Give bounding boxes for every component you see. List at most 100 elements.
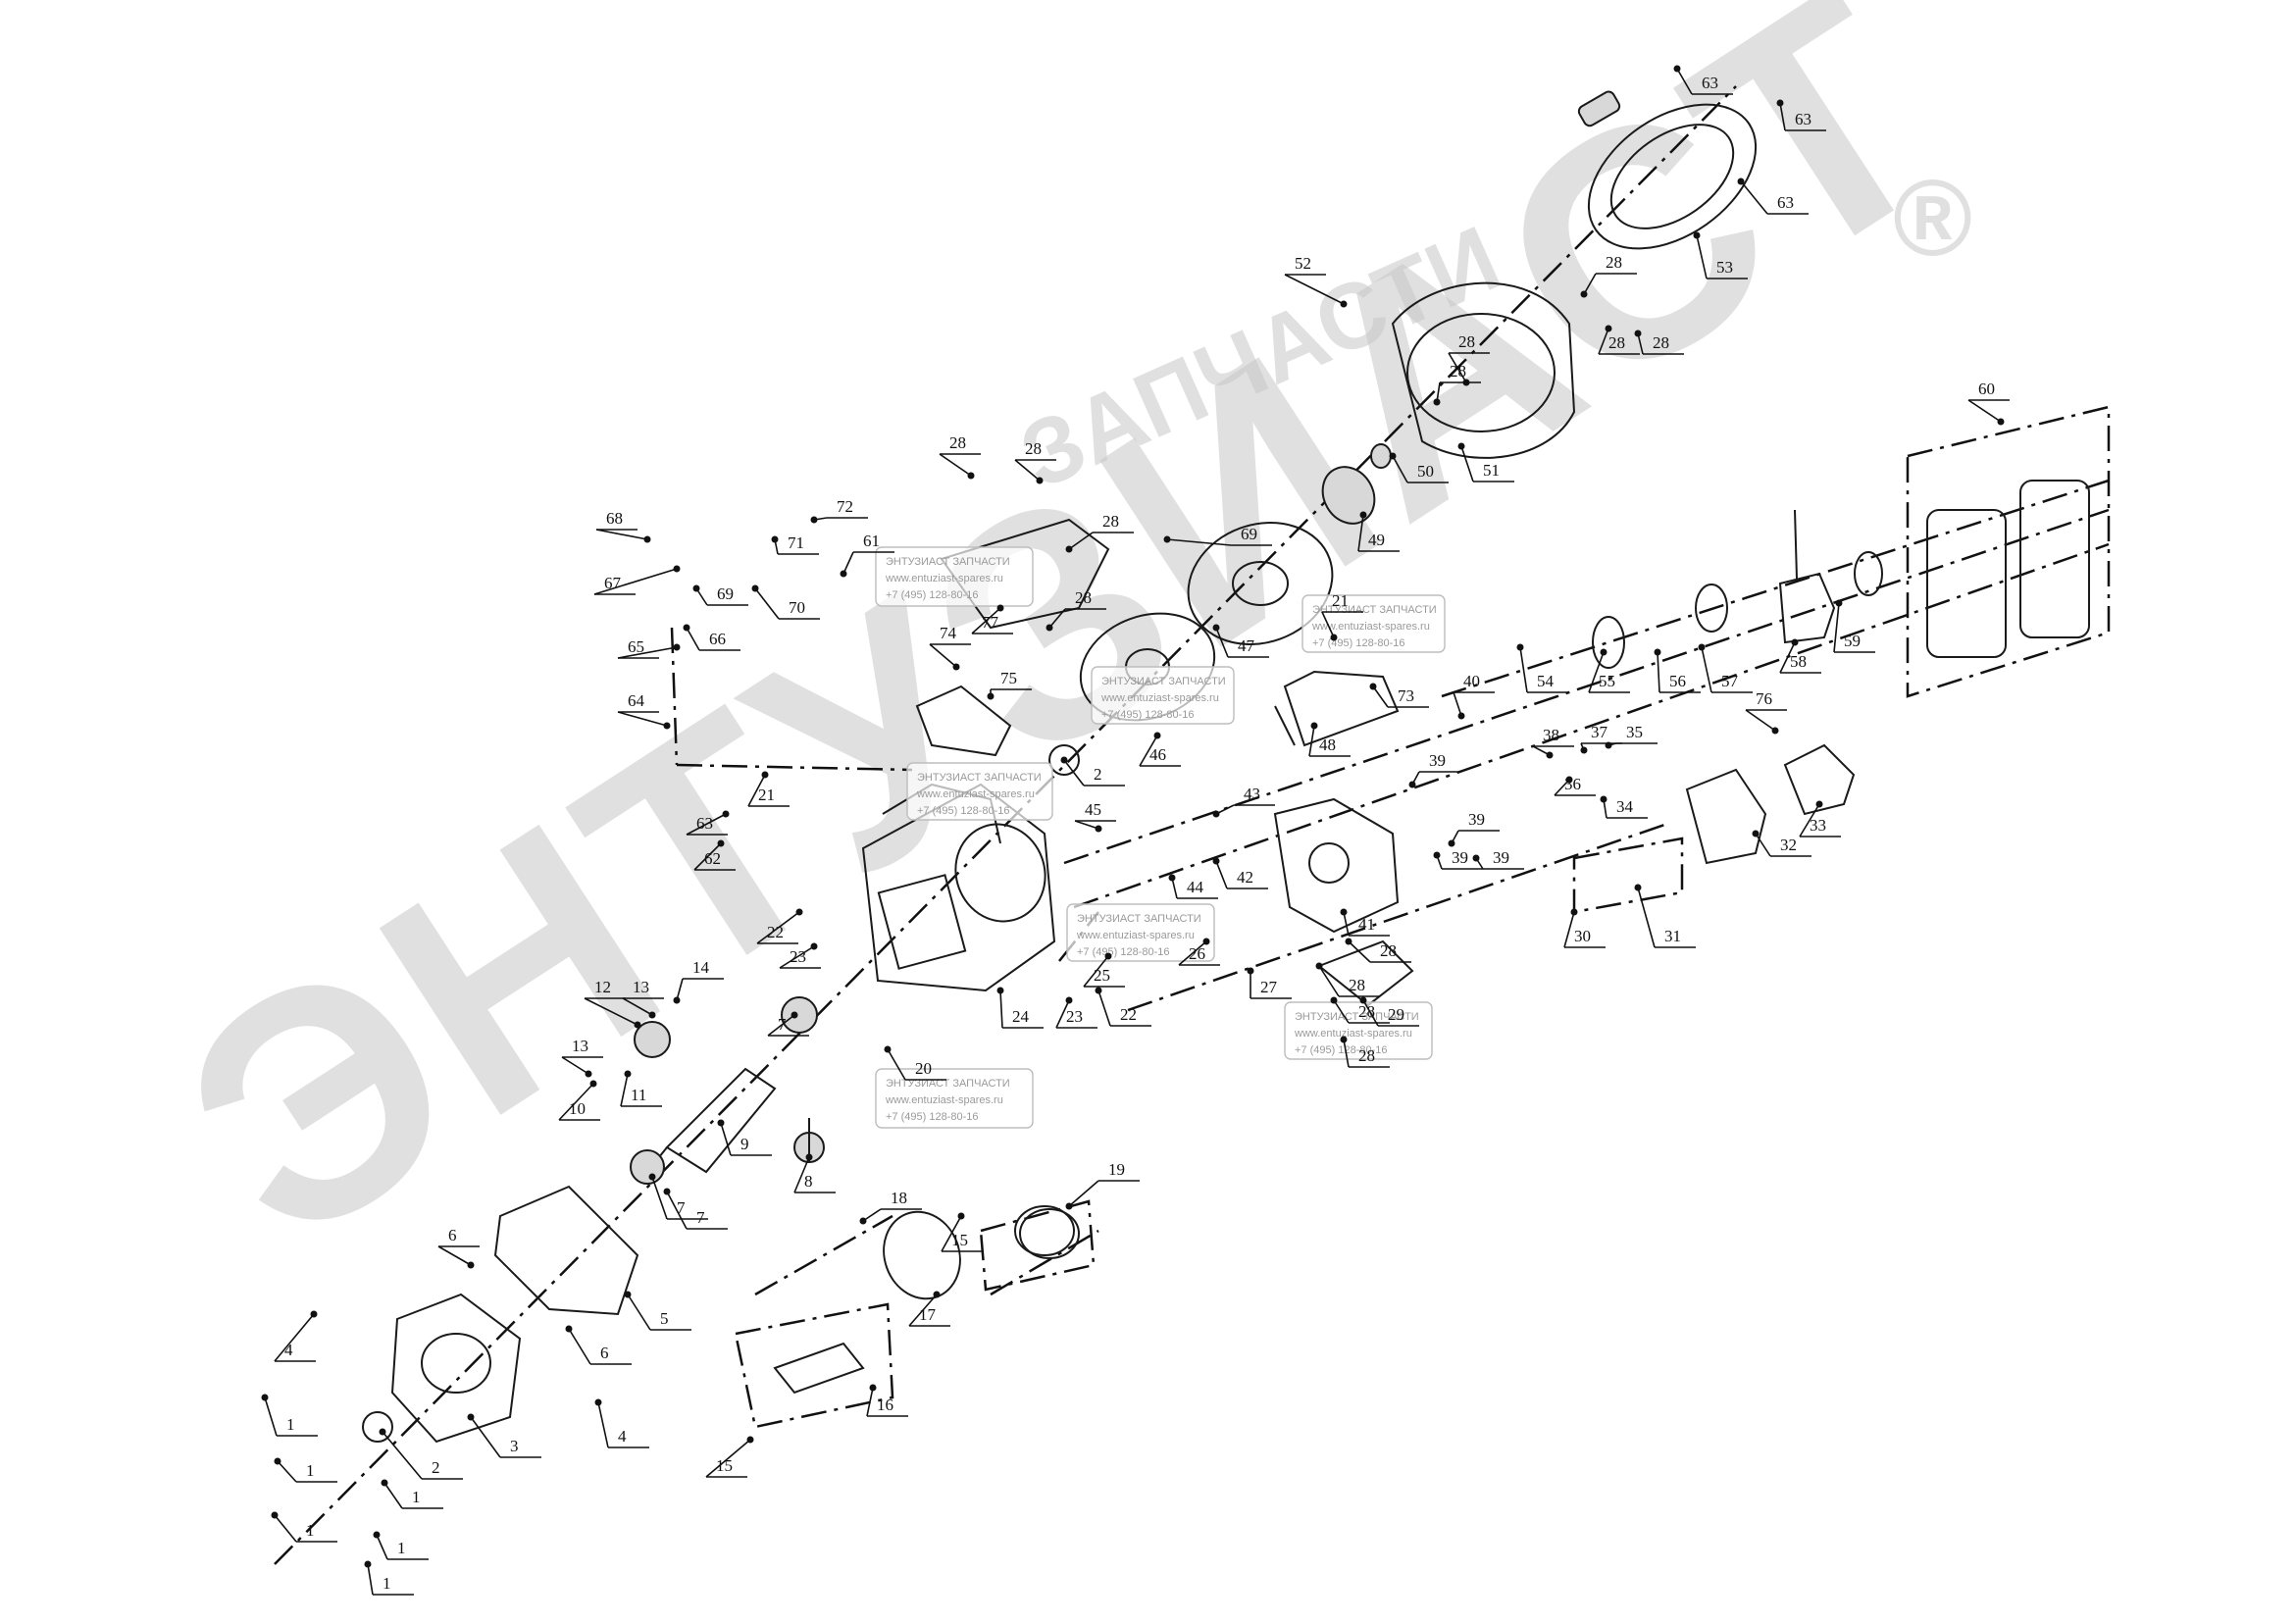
callout-anchor	[1693, 231, 1701, 239]
callout-anchor	[1516, 643, 1524, 651]
callout-anchor	[1565, 776, 1573, 784]
callout-number: 74	[940, 624, 957, 642]
callout-33: 33	[1799, 800, 1841, 837]
throttle-lever	[1317, 939, 1414, 1007]
callout-anchor	[1600, 648, 1607, 656]
callout-leader	[1745, 709, 1776, 732]
camshaft	[793, 1118, 825, 1163]
callout-number: 27	[1260, 978, 1278, 996]
callout-leader	[1083, 955, 1109, 988]
callout-15: 15	[705, 1436, 754, 1478]
stamp-site: www.entuziast-spares.ru	[916, 788, 1035, 800]
callout-leader	[1799, 803, 1820, 837]
callout-number: 4	[284, 1341, 293, 1359]
callout-number: 7	[677, 1198, 686, 1217]
callout-anchor	[1570, 908, 1578, 916]
callout-54: 54	[1516, 643, 1568, 693]
callout-number: 68	[606, 509, 623, 528]
fan-cover	[1391, 281, 1576, 459]
governor-gear	[634, 1021, 671, 1058]
callout-leader	[470, 1416, 501, 1458]
callout-6: 6	[565, 1325, 632, 1365]
callout-anchor	[1315, 962, 1323, 970]
callout-28: 28	[1345, 938, 1411, 963]
callout-9: 9	[717, 1119, 772, 1156]
callout-number: 39	[1429, 751, 1446, 770]
stamp-title: ЭНТУЗИАСТ ЗАПЧАСТИ	[1101, 676, 1226, 687]
side-cover	[390, 1185, 639, 1444]
stamp-site: www.entuziast-spares.ru	[1294, 1028, 1412, 1040]
callout-number: 13	[572, 1037, 588, 1055]
callout-1: 1	[381, 1479, 443, 1509]
callout-number: 31	[1664, 927, 1681, 945]
callout-number: 16	[877, 1396, 893, 1414]
callout-anchor	[1673, 65, 1681, 73]
callout-leader	[941, 1215, 962, 1252]
callout-anchor	[957, 1212, 965, 1220]
callout-number: 47	[1238, 636, 1255, 655]
callout-anchor	[634, 1021, 641, 1029]
stamp-phone: +7 (495) 128-80-16	[1295, 1044, 1387, 1056]
callout-number: 22	[767, 923, 784, 941]
callout-leader	[1068, 1180, 1099, 1207]
callout-number: 28	[1608, 333, 1625, 352]
callout-anchor	[1036, 477, 1044, 484]
callout-leader	[754, 587, 780, 620]
callout-74: 74	[929, 624, 971, 671]
callout-anchor	[1104, 952, 1112, 960]
callout-number: 39	[1452, 848, 1468, 867]
callout-25: 25	[1083, 952, 1125, 988]
callout-number: 35	[1626, 723, 1643, 741]
callout-leader	[1166, 538, 1232, 546]
callout-leader	[842, 551, 854, 575]
callout-leader	[382, 1431, 423, 1480]
callout-anchor	[1202, 938, 1210, 945]
callout-number: 28	[1075, 588, 1092, 607]
callout-anchor	[722, 810, 730, 818]
callout-leader	[1055, 999, 1070, 1029]
recoil-starter	[1577, 90, 1758, 250]
callout-number: 60	[1978, 380, 1995, 398]
callout-anchor	[1752, 830, 1760, 837]
callout-leader	[1357, 514, 1364, 552]
stamp-4: ЭНТУЗИАСТ ЗАПЧАСТИ www.entuziast-spares.…	[906, 762, 1053, 821]
callout-number: 73	[1398, 686, 1414, 705]
callout-anchor	[1369, 683, 1377, 690]
callout-26: 26	[1178, 938, 1220, 966]
callout-number: 1	[306, 1521, 315, 1540]
callout-3: 3	[467, 1413, 541, 1458]
callout-number: 62	[704, 849, 721, 868]
callout-number: 1	[397, 1539, 406, 1557]
bearings	[362, 744, 1080, 1443]
callout-34: 34	[1600, 795, 1648, 819]
callout-number: 56	[1669, 672, 1686, 690]
callout-number: 3	[510, 1437, 519, 1455]
callout-leader	[1097, 990, 1111, 1027]
callout-anchor	[381, 1479, 388, 1487]
callout-11: 11	[620, 1070, 662, 1107]
callout-leader	[693, 842, 722, 871]
callout-28: 28	[1330, 996, 1390, 1024]
callout-anchor	[859, 1217, 867, 1225]
callout-anchor	[589, 1080, 597, 1088]
callout-7: 7	[663, 1188, 728, 1230]
callout-anchor	[996, 987, 1004, 994]
callout-64: 64	[617, 691, 671, 730]
stamp-3: ЭНТУЗИАСТ ЗАПЧАСТИ www.entuziast-spares.…	[1091, 666, 1235, 725]
callout-anchor	[1340, 1036, 1348, 1043]
callout-72: 72	[810, 497, 868, 524]
callout-number: 29	[1388, 1005, 1404, 1024]
callout-29: 29	[1359, 996, 1419, 1027]
callout-leader	[617, 711, 668, 727]
callout-57: 57	[1698, 643, 1753, 693]
callout-number: 33	[1810, 816, 1826, 835]
callout-number: 21	[1332, 591, 1349, 610]
callout-28: 28	[1448, 332, 1490, 386]
callout-anchor	[1815, 800, 1823, 808]
callout-leader	[274, 1313, 315, 1362]
callout-number: 28	[1358, 1046, 1375, 1065]
callout-39: 39	[1448, 810, 1500, 847]
callout-4: 4	[594, 1398, 649, 1448]
callout-leader	[756, 911, 800, 944]
callout-anchor	[1330, 996, 1338, 1004]
